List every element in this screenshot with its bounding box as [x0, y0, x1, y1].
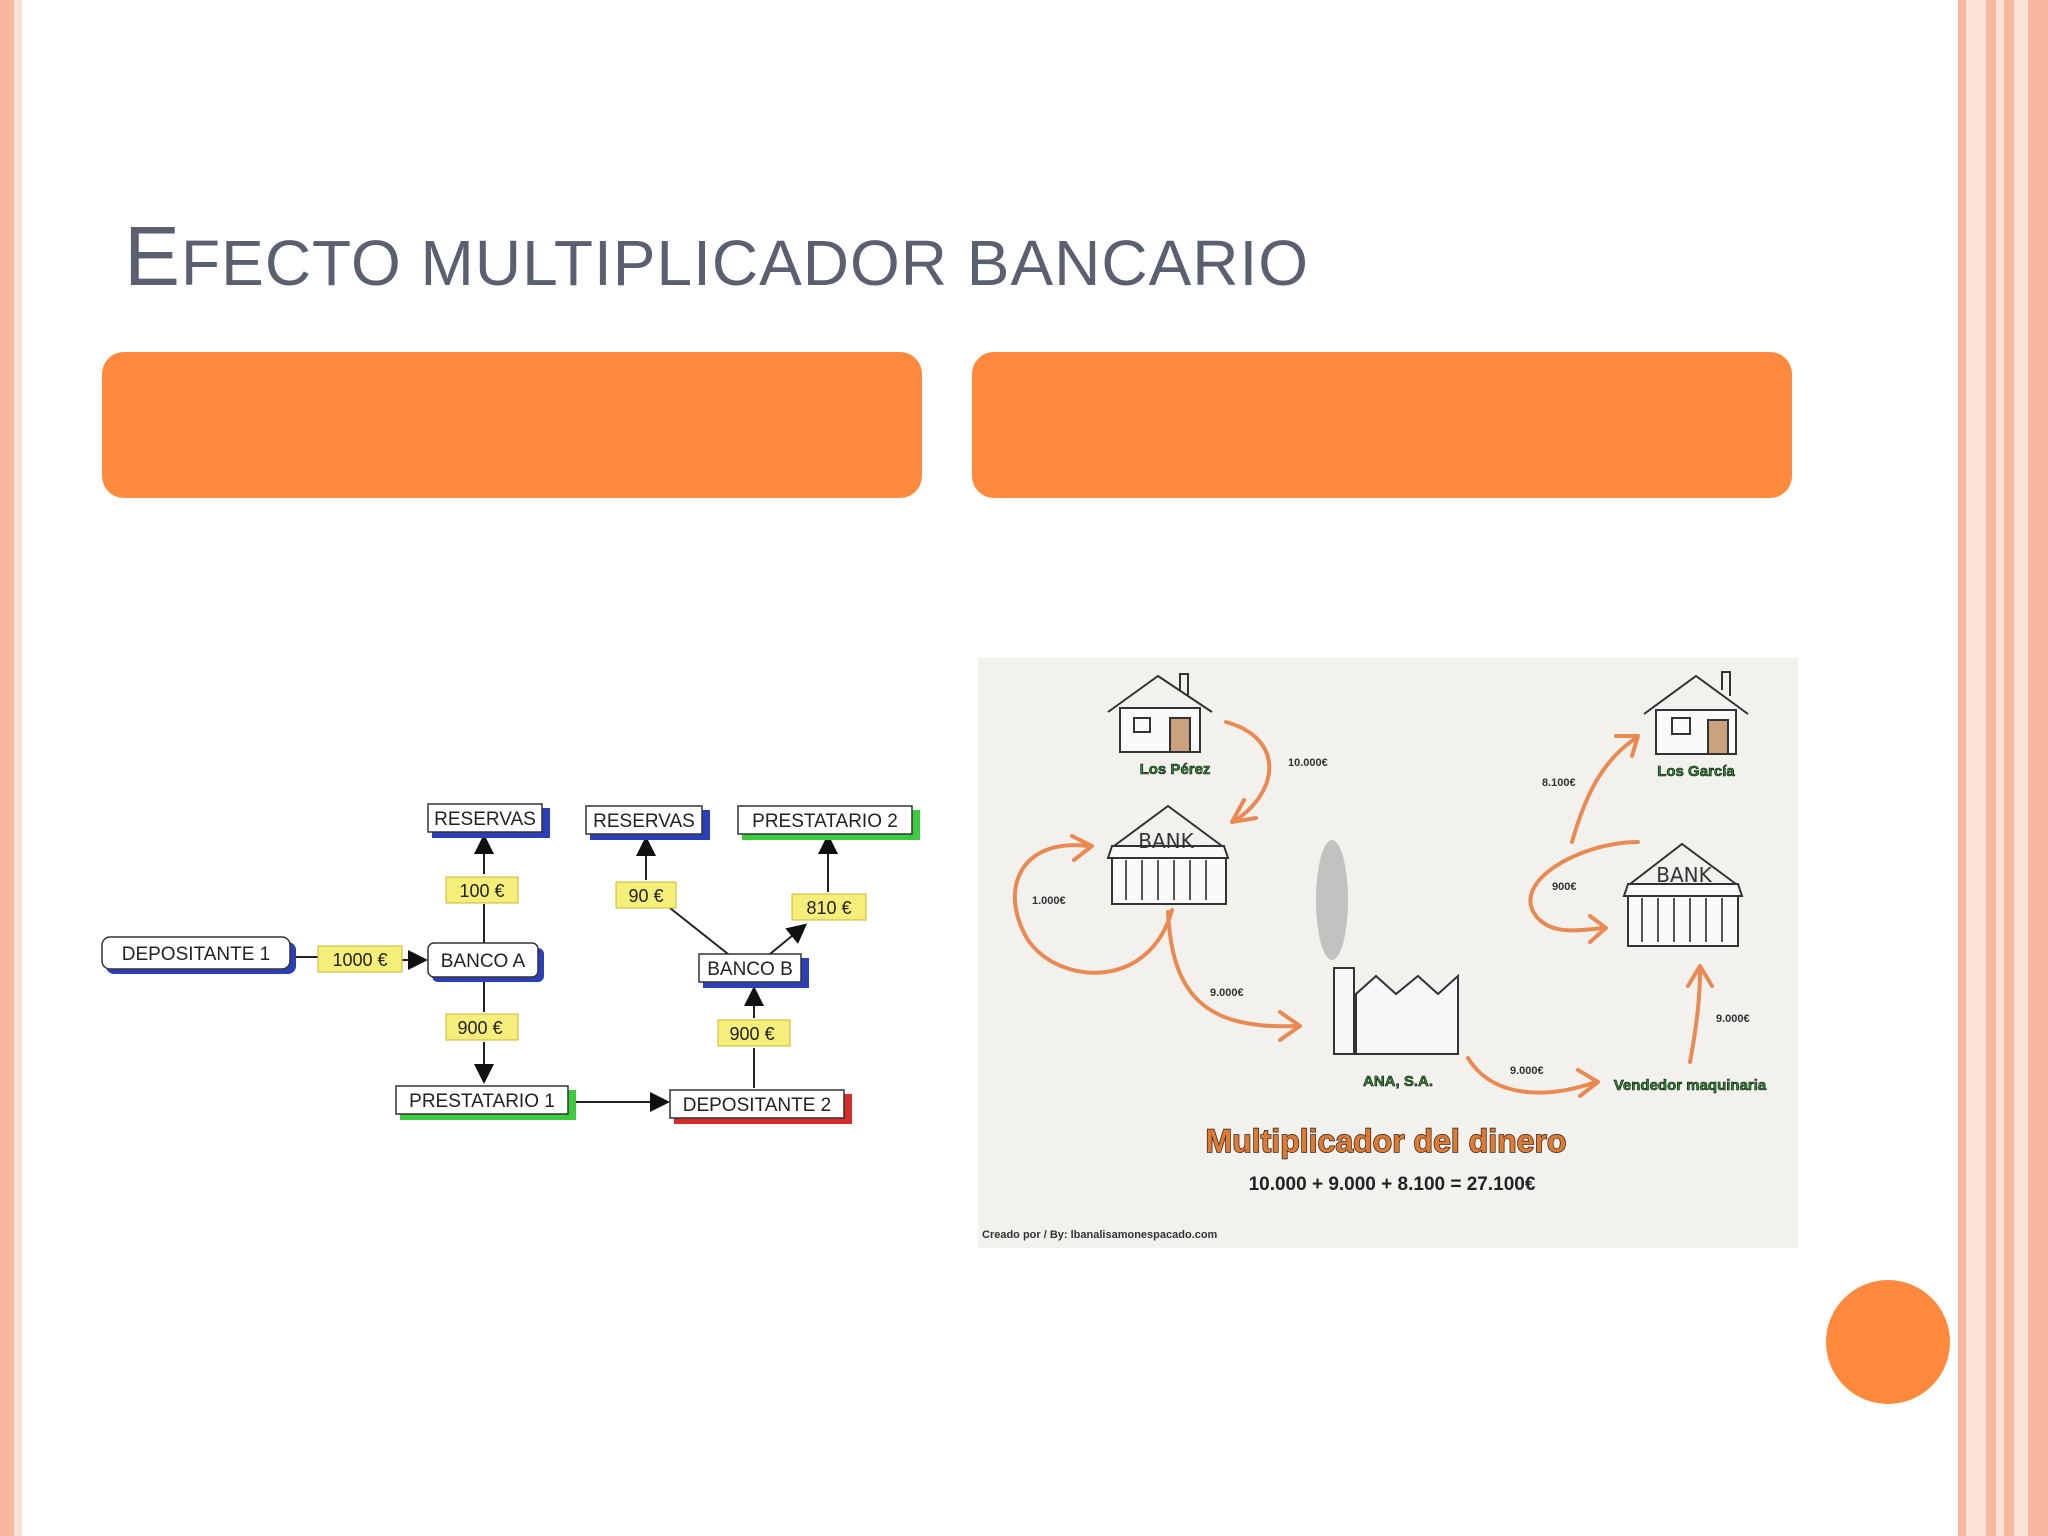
node-label: DEPOSITANTE 2 — [683, 1095, 832, 1116]
slide-title: Efecto multiplicador bancario — [124, 208, 1309, 305]
arrow-perez-to-bank — [1224, 720, 1272, 822]
bank-left-label: BANK — [1138, 829, 1194, 853]
decorative-orange-circle — [1826, 1280, 1950, 1404]
node-reservas-1: RESERVAS — [427, 803, 550, 838]
stripe-right-5 — [2004, 0, 2014, 1536]
node-reservas-2: RESERVAS — [585, 805, 710, 840]
node-prestatario-2: PRESTATARIO 2 — [737, 805, 920, 840]
edge-label-900-b: 900 € — [717, 1019, 791, 1047]
arrow-bank-loop — [1012, 843, 1174, 975]
edge-label-1000: 1000 € — [317, 945, 403, 973]
arrow-vendedor-to-bank-head — [1686, 964, 1714, 988]
amount-9000-right: 9.000€ — [1716, 1013, 1750, 1025]
diagram-equation: 10.000 + 9.000 + 8.100 = 27.100€ — [1249, 1174, 1536, 1195]
stripe-right-1 — [1958, 0, 1966, 1536]
left-diagram-edges — [292, 834, 838, 1112]
arrow-bank-to-garcia-head — [1614, 734, 1640, 758]
stripe-left-thin — [0, 0, 14, 1536]
amount-labels: 10.000€ 1.000€ 9.000€ 9.000€ 9.000€ 900€… — [1032, 757, 1750, 1077]
node-label: PRESTATARIO 1 — [409, 1091, 555, 1112]
node-label: BANCO A — [441, 951, 526, 972]
edge-label-text: 1000 € — [332, 950, 387, 970]
edge-bancoB-810 — [769, 923, 808, 955]
edge-label-text: 810 € — [806, 898, 851, 918]
right-orange-banner — [972, 352, 1792, 498]
left-diagram: DEPOSITANTE 1 BANCO A RESERVAS PRESTATAR… — [101, 803, 920, 1124]
edge-label-90: 90 € — [615, 881, 677, 909]
label-los-perez: Los Pérez — [1140, 761, 1211, 778]
node-depositante-1: DEPOSITANTE 1 — [101, 936, 296, 974]
node-label: RESERVAS — [593, 811, 695, 832]
amount-10000: 10.000€ — [1288, 757, 1328, 769]
label-los-garcia: Los García — [1657, 763, 1735, 780]
amount-1000: 1.000€ — [1032, 895, 1066, 907]
edge-label-text: 90 € — [628, 886, 663, 906]
edge-label-text: 900 € — [729, 1024, 774, 1044]
bank-icon-right — [1622, 842, 1744, 947]
stripe-left-light — [14, 0, 22, 1536]
node-prestatario-1: PRESTATARIO 1 — [395, 1085, 576, 1120]
node-depositante-2: DEPOSITANTE 2 — [669, 1089, 852, 1124]
edge-label-810: 810 € — [791, 893, 867, 921]
label-ana-sa: ANA, S.A. — [1363, 1073, 1433, 1090]
diagram-credit: Creado por / By: lbanalisamonespacado.co… — [982, 1229, 1218, 1241]
arrow-factory-to-vendedor — [1466, 1056, 1598, 1095]
edge-bancoB-90 — [669, 907, 729, 955]
node-label: BANCO B — [707, 959, 793, 980]
slide-title-rest: fecto multiplicador bancario — [181, 227, 1310, 299]
flow-arrows — [1012, 720, 1714, 1098]
house-icon-garcia — [1643, 671, 1749, 755]
stripe-right-2 — [1966, 0, 1986, 1536]
amount-9000-mid: 9.000€ — [1510, 1065, 1544, 1077]
node-banco-b: BANCO B — [698, 953, 809, 988]
arrow-vendedor-to-bank — [1688, 970, 1702, 1064]
right-diagram-background — [978, 658, 1798, 1248]
edge-label-100: 100 € — [445, 876, 519, 904]
factory-icon — [1316, 840, 1459, 1055]
label-vendedor-maquinaria: Vendedor maquinaria — [1614, 1077, 1767, 1094]
edge-label-text: 100 € — [459, 881, 504, 901]
arrow-bank-loop-head — [1070, 834, 1094, 862]
arrow-factory-to-vendedor-head — [1576, 1068, 1600, 1098]
arrow-bank-right-loop — [1528, 840, 1640, 933]
amount-900: 900€ — [1552, 881, 1576, 893]
arrow-perez-to-bank-head — [1230, 798, 1258, 824]
bank-right-label: BANK — [1656, 863, 1712, 887]
node-label: PRESTATARIO 2 — [752, 811, 898, 832]
arrow-bank-to-factory-head — [1278, 1010, 1302, 1042]
arrow-bank-right-loop-head — [1588, 914, 1608, 944]
right-diagram: Los Pérez Los García BANK — [978, 658, 1798, 1248]
stripe-right-3 — [1986, 0, 1996, 1536]
house-icon-perez — [1107, 673, 1213, 753]
node-label: RESERVAS — [434, 809, 536, 830]
edge-label-text: 900 € — [457, 1018, 502, 1038]
amount-8100: 8.100€ — [1542, 777, 1576, 789]
left-orange-banner — [102, 352, 922, 498]
slide-title-initial: E — [124, 209, 182, 303]
edge-label-900-a: 900 € — [445, 1013, 519, 1041]
stripe-right-4 — [1996, 0, 2004, 1536]
amount-9000-left: 9.000€ — [1210, 987, 1244, 999]
diagram-heading: Multiplicador del dinero — [1206, 1123, 1567, 1159]
arrow-bank-to-factory — [1166, 910, 1298, 1029]
node-banco-a: BANCO A — [427, 942, 544, 982]
stripe-right-7 — [2028, 0, 2048, 1536]
stripe-right-6 — [2014, 0, 2028, 1536]
bank-icon-left — [1106, 804, 1230, 905]
node-label: DEPOSITANTE 1 — [122, 944, 271, 965]
arrow-bank-to-garcia — [1570, 736, 1638, 844]
